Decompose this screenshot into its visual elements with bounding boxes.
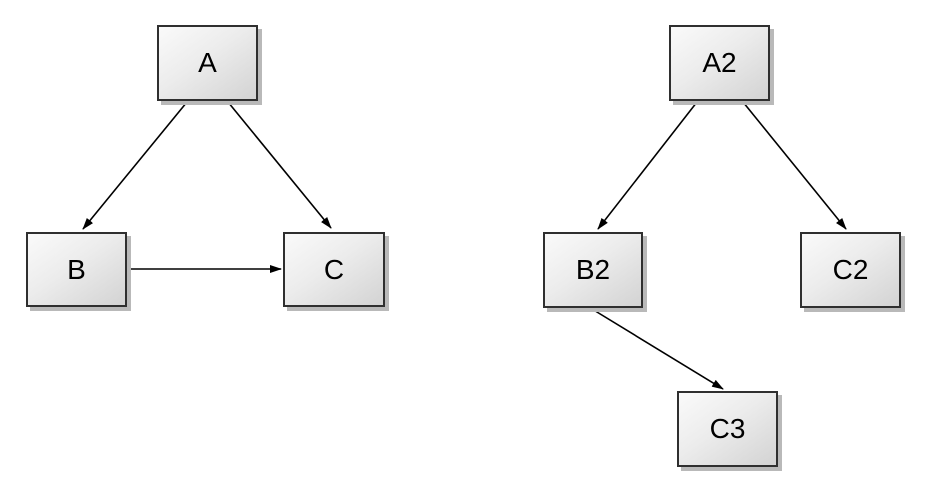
node-C2-label: C2 — [832, 254, 869, 285]
node-C[interactable]: C — [283, 232, 385, 307]
edge-B2-to-C3 — [591, 308, 724, 390]
edge-A-to-C — [227, 101, 332, 229]
node-A2-label: A2 — [702, 47, 737, 78]
node-B-label: B — [67, 253, 86, 285]
edge-A-to-B — [82, 101, 188, 230]
node-C3-label: C3 — [709, 413, 746, 444]
edge-A2-to-B2 — [597, 101, 698, 230]
node-A[interactable]: A — [157, 25, 258, 101]
node-B[interactable]: B — [26, 232, 127, 307]
node-B2-label: B2 — [575, 254, 611, 285]
node-A2[interactable]: A2 — [669, 25, 770, 101]
node-C3[interactable]: C3 — [677, 391, 778, 467]
node-C2[interactable]: C2 — [800, 232, 901, 308]
node-C-label: C — [323, 253, 345, 285]
edge-A2-to-C2 — [742, 101, 847, 230]
node-B2[interactable]: B2 — [543, 232, 643, 308]
node-A-label: A — [198, 47, 217, 78]
